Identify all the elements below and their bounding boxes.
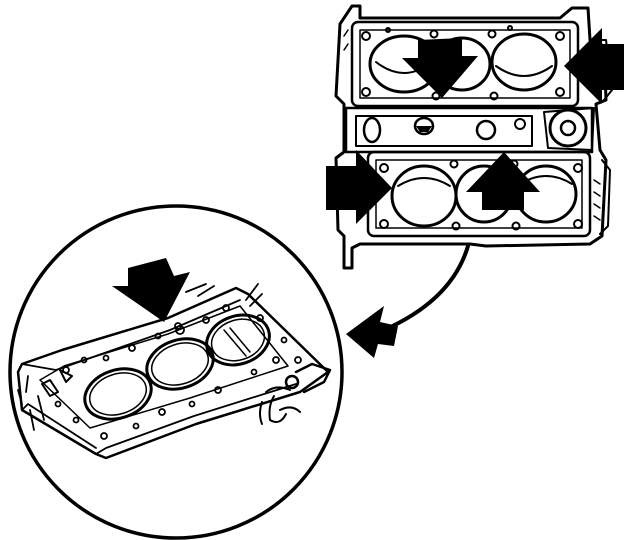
gasket-bore-shading — [223, 327, 251, 357]
callout-arrow-shaft — [382, 244, 470, 332]
head-gasket — [16, 286, 332, 460]
valley-opening — [475, 119, 497, 141]
magnifier-circle — [8, 204, 344, 540]
valley-opening — [514, 118, 526, 130]
cylinder-bore-shading — [397, 177, 451, 187]
right-bank-deck-surface — [366, 150, 592, 238]
valley-opening — [413, 116, 435, 136]
front-hub-housing — [543, 107, 595, 151]
locator-arrows-block — [326, 28, 624, 224]
gasket-top-edge — [21, 299, 241, 371]
left-bank-deck — [350, 20, 580, 108]
engine-block — [334, 4, 613, 270]
gasket-bore-ring-inner — [150, 342, 210, 386]
head-bolt-holes — [379, 159, 583, 231]
gasket-bore-ring — [145, 337, 215, 391]
cylinder-bore — [490, 32, 558, 92]
gasket-dowel-hole — [284, 374, 300, 390]
head-bolt-holes — [361, 25, 565, 101]
block-surface-lines — [17, 283, 263, 431]
gasket-bore-ring — [83, 367, 153, 421]
hand-fingers — [259, 386, 301, 425]
block-valley — [344, 106, 595, 154]
valley-opening-fill — [416, 126, 432, 132]
cylinder-bore — [390, 164, 458, 228]
gasket-thickness-edge — [21, 383, 297, 455]
arrow-gasket-locator — [112, 258, 190, 322]
cylinder-bore — [514, 164, 578, 224]
valley-rib — [355, 115, 533, 147]
gasket-bore-ring-inner — [210, 318, 266, 362]
gasket-coolant-slot — [41, 369, 73, 397]
gasket-bore-ring-inner — [88, 372, 148, 416]
left-bank-deck-inner-edge — [359, 29, 571, 99]
gasket-bore-ring — [205, 313, 271, 367]
engine-block-outline — [334, 4, 608, 270]
arrow-left-bank-front — [402, 38, 478, 98]
callout-arrow — [346, 244, 470, 358]
callout-arrow-head — [346, 306, 398, 358]
arrow-right-bank-front — [466, 152, 540, 210]
right-bank-deck — [366, 150, 592, 238]
front-hub-center — [559, 119, 577, 137]
arrow-right-bank-side — [326, 150, 392, 224]
cylinder-bore-shading — [495, 65, 553, 77]
gasket-holes — [54, 304, 302, 440]
gasket-end-tab — [294, 362, 332, 394]
front-hub — [548, 108, 588, 148]
valley-opening — [362, 116, 382, 144]
gasket-detail-view — [8, 204, 344, 540]
arrow-left-bank-side — [564, 28, 624, 104]
